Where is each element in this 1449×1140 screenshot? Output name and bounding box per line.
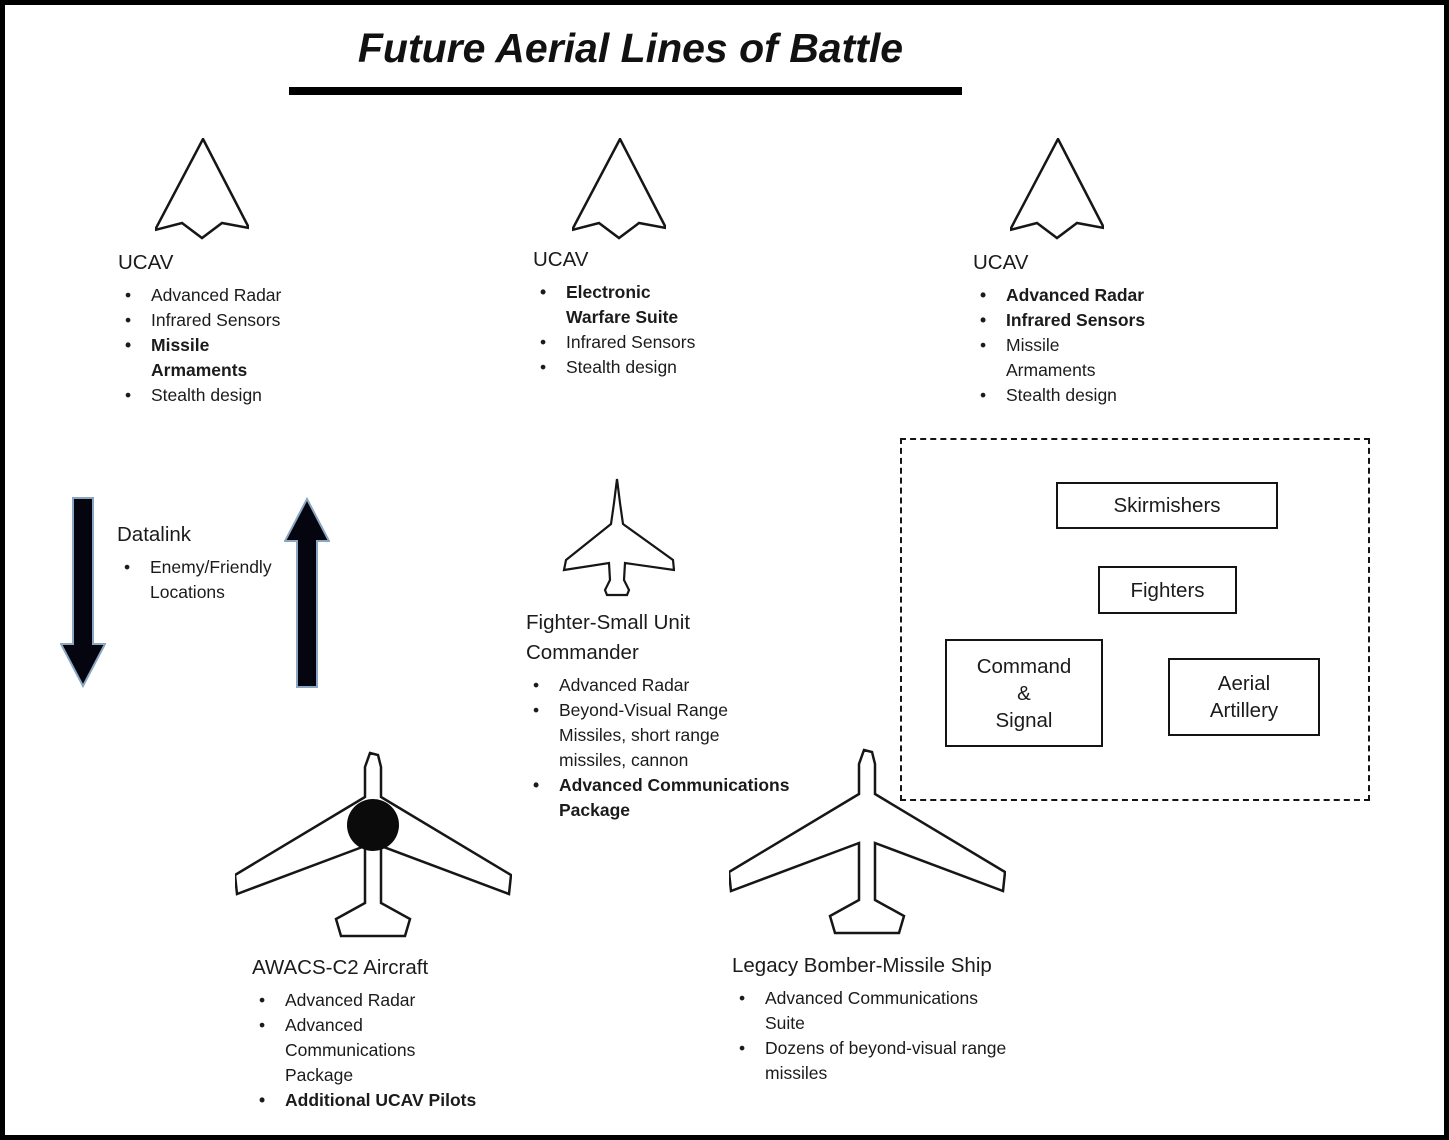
bullet-item: Infrared Sensors [533, 330, 743, 355]
formation-dashed-box [900, 438, 1370, 801]
bullet-item: Advanced Communications Package [252, 1013, 512, 1088]
bullet-item: Advanced Communications Suite [732, 986, 1052, 1036]
bullet-item: Advanced Radar [526, 673, 816, 698]
bullet-list: Advanced Radar Infrared Sensors Missile … [973, 283, 1183, 408]
section-heading: Fighter-Small Unit Commander [526, 611, 691, 664]
bullet-item: Stealth design [973, 383, 1183, 408]
bomber-aircraft-icon [729, 748, 1006, 935]
ucav-stealth-aircraft-icon [1010, 138, 1104, 240]
bullet-item: Infrared Sensors [118, 308, 328, 333]
fighter-commander-section: Fighter-Small Unit Commander Advanced Ra… [526, 608, 816, 823]
bullet-item: Stealth design [533, 355, 743, 380]
page-title: Future Aerial Lines of Battle [357, 25, 904, 71]
skirmishers-box: Skirmishers [1056, 482, 1278, 529]
bullet-list: Advanced Communications Suite Dozens of … [732, 986, 1052, 1086]
datalink-section: Datalink Enemy/Friendly Locations [117, 520, 297, 605]
ucav-stealth-aircraft-icon [572, 138, 666, 240]
bullet-item: Infrared Sensors [973, 308, 1183, 333]
section-heading: UCAV [118, 251, 174, 274]
bullet-item: Missile Armaments [973, 333, 1183, 383]
bullet-list: Advanced Radar Infrared Sensors Missile … [118, 283, 328, 408]
bullet-item: Stealth design [118, 383, 328, 408]
section-heading: AWACS-C2 Aircraft [252, 956, 429, 979]
section-heading: UCAV [533, 248, 589, 271]
awacs-section: AWACS-C2 Aircraft Advanced Radar Advance… [252, 953, 512, 1113]
fighter-jet-icon [562, 478, 675, 597]
bullet-item: Beyond-Visual Range Missiles, short rang… [526, 698, 816, 773]
ucav-stealth-aircraft-icon [155, 138, 249, 240]
title-underline [289, 87, 962, 95]
bullet-list: Electronic Warfare Suite Infrared Sensor… [533, 280, 743, 380]
bomber-section: Legacy Bomber-Missile Ship Advanced Comm… [732, 951, 1052, 1086]
awacs-aircraft-icon [235, 751, 512, 938]
bullet-list: Advanced Radar Advanced Communications P… [252, 988, 512, 1113]
ucav-right-section: UCAV Advanced Radar Infrared Sensors Mis… [973, 248, 1183, 408]
fighters-box: Fighters [1098, 566, 1237, 614]
section-heading: Datalink [117, 523, 192, 546]
radar-dome-icon [347, 799, 399, 851]
bullet-item: Electronic Warfare Suite [533, 280, 743, 330]
bullet-item: Advanced Radar [118, 283, 328, 308]
bullet-list: Advanced Radar Beyond-Visual Range Missi… [526, 673, 816, 823]
bullet-item: Advanced Radar [973, 283, 1183, 308]
ucav-left-section: UCAV Advanced Radar Infrared Sensors Mis… [118, 248, 328, 408]
aerial-artillery-box: Aerial Artillery [1168, 658, 1320, 736]
bullet-item: Advanced Radar [252, 988, 512, 1013]
section-heading: UCAV [973, 251, 1029, 274]
bullet-item: Dozens of beyond-visual range missiles [732, 1036, 1052, 1086]
bullet-item: Enemy/Friendly Locations [117, 555, 297, 605]
ucav-center-section: UCAV Electronic Warfare Suite Infrared S… [533, 245, 743, 380]
bullet-item: Advanced Communications Package [526, 773, 816, 823]
command-signal-box: Command & Signal [945, 639, 1103, 747]
bullet-item: Missile Armaments [118, 333, 328, 383]
datalink-up-arrow-icon [284, 497, 330, 688]
section-heading: Legacy Bomber-Missile Ship [732, 954, 992, 977]
bullet-item: Additional UCAV Pilots [252, 1088, 512, 1113]
bullet-list: Enemy/Friendly Locations [117, 555, 297, 605]
datalink-down-arrow-icon [60, 497, 106, 688]
